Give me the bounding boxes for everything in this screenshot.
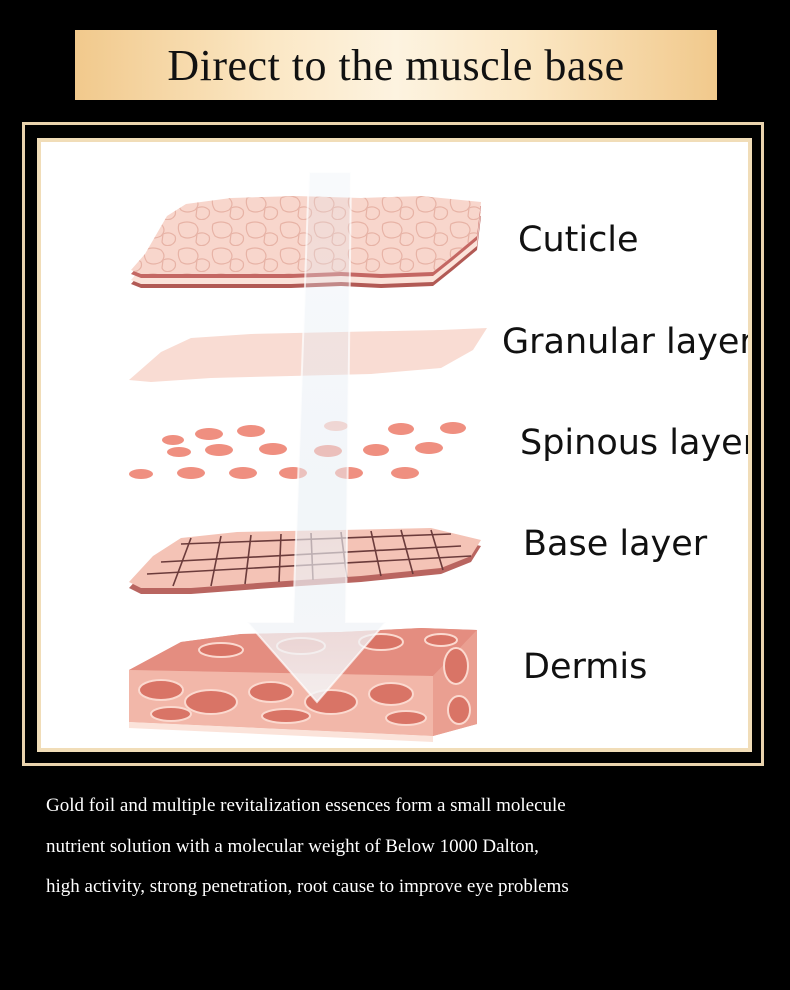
label-granular-layer: Granular layer <box>502 322 752 362</box>
label-base-layer: Base layer <box>523 524 708 564</box>
label-cuticle: Cuticle <box>518 220 639 260</box>
page-title: Direct to the muscle base <box>167 40 625 90</box>
label-dermis: Dermis <box>523 647 648 687</box>
description-line-1: Gold foil and multiple revitalization es… <box>46 795 566 816</box>
description-line-2: nutrient solution with a molecular weigh… <box>46 836 539 857</box>
diagram-frame <box>22 122 764 766</box>
skin-layer-diagram: Cuticle Granular layer Spinous layer Bas… <box>37 138 752 752</box>
title-banner: Direct to the muscle base <box>75 30 717 100</box>
label-spinous-layer: Spinous layer <box>520 423 752 463</box>
skin-layers-illustration <box>129 171 487 742</box>
penetration-arrow <box>244 171 389 704</box>
description-line-3: high activity, strong penetration, root … <box>46 876 569 897</box>
